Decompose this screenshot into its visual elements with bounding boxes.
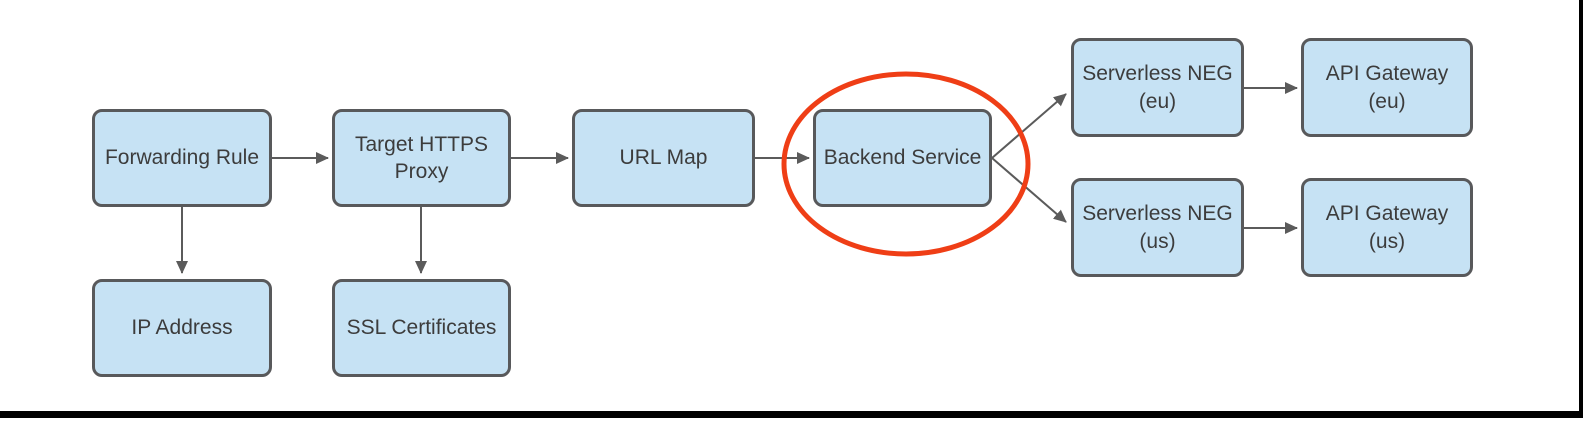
node-url-map[interactable]: URL Map xyxy=(572,109,755,207)
node-serverless-neg-eu[interactable]: Serverless NEG (eu) xyxy=(1071,38,1244,137)
node-forwarding-rule-label: Forwarding Rule xyxy=(104,146,260,170)
node-api-gateway-us-label: API Gateway (us) xyxy=(1325,202,1449,253)
node-ssl-certificates-label: SSL Certificates xyxy=(346,316,497,340)
node-backend-service[interactable]: Backend Service xyxy=(813,109,992,207)
node-api-gateway-us[interactable]: API Gateway (us) xyxy=(1301,178,1473,277)
node-url-map-label: URL Map xyxy=(619,146,708,170)
node-api-gateway-eu-label: API Gateway (eu) xyxy=(1325,62,1449,113)
node-api-gateway-eu[interactable]: API Gateway (eu) xyxy=(1301,38,1473,137)
node-backend-service-label: Backend Service xyxy=(823,146,982,170)
node-ip-address[interactable]: IP Address xyxy=(92,279,272,377)
edge-backend-service-to-serverless-neg-eu xyxy=(991,93,1067,159)
node-target-https-proxy[interactable]: Target HTTPS Proxy xyxy=(332,109,511,207)
page-border-bottom xyxy=(0,411,1583,418)
node-serverless-neg-us-label: Serverless NEG (us) xyxy=(1082,202,1233,253)
node-ssl-certificates[interactable]: SSL Certificates xyxy=(332,279,511,377)
node-ip-address-label: IP Address xyxy=(131,316,233,340)
node-serverless-neg-eu-label: Serverless NEG (eu) xyxy=(1082,62,1233,113)
node-forwarding-rule[interactable]: Forwarding Rule xyxy=(92,109,272,207)
node-serverless-neg-us[interactable]: Serverless NEG (us) xyxy=(1071,178,1244,277)
highlight-ellipse xyxy=(781,71,1031,257)
edge-backend-service-to-serverless-neg-us xyxy=(991,157,1067,223)
page-border-right xyxy=(1579,0,1583,418)
node-target-https-proxy-label: Target HTTPS Proxy xyxy=(354,132,489,183)
